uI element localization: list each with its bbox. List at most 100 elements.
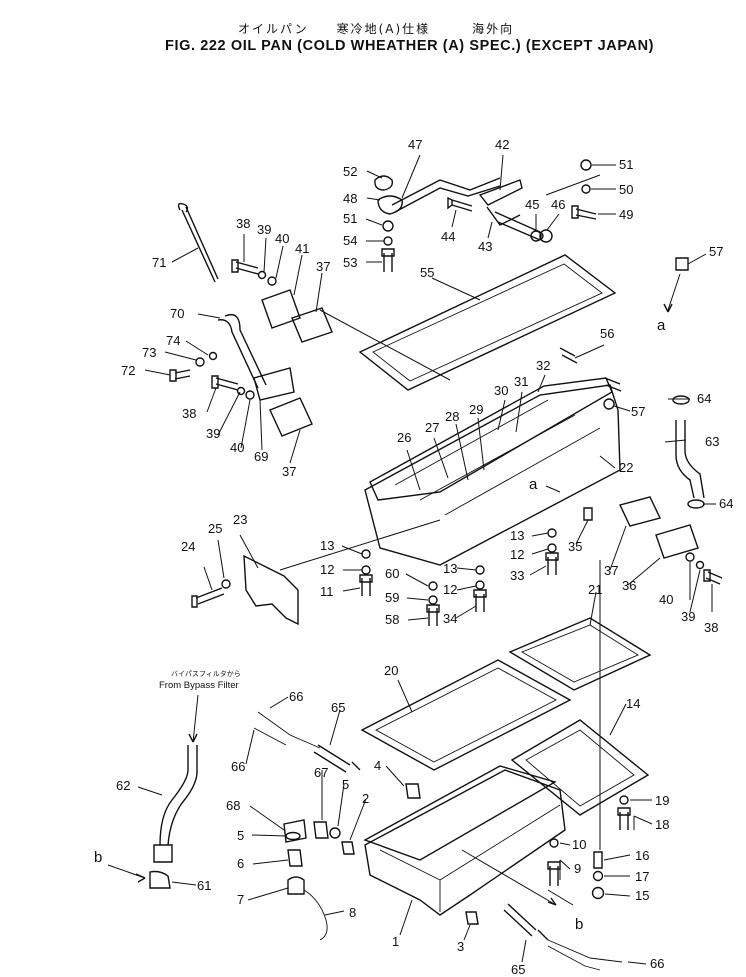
wire-66 bbox=[253, 711, 321, 749]
callout-43: 43 bbox=[478, 239, 492, 254]
callout-b: b bbox=[94, 849, 102, 866]
callout-13-center: 13 bbox=[443, 561, 457, 576]
callout-51: 51 bbox=[619, 157, 633, 172]
washer-50 bbox=[581, 184, 591, 194]
ring-5-left bbox=[285, 831, 301, 841]
washer-19 bbox=[619, 795, 629, 805]
washer-74 bbox=[208, 351, 218, 361]
plug-4 bbox=[405, 783, 421, 799]
gasket-21 bbox=[508, 617, 652, 691]
callout-35: 35 bbox=[568, 539, 582, 554]
callout-65: 65 bbox=[331, 700, 345, 715]
washer-12-a bbox=[361, 565, 371, 575]
callout-8: 8 bbox=[349, 905, 356, 920]
callout-52: 52 bbox=[343, 164, 357, 179]
callout-a-mid: a bbox=[529, 476, 538, 493]
bolt-11 bbox=[359, 574, 373, 596]
callout-38: 38 bbox=[236, 216, 250, 231]
callout-40: 40 bbox=[275, 231, 289, 246]
callout-34: 34 bbox=[443, 611, 457, 626]
callout-41: 41 bbox=[295, 241, 309, 256]
washer-39-lower bbox=[236, 386, 246, 396]
callout-27: 27 bbox=[425, 420, 439, 435]
callout-33: 33 bbox=[510, 568, 524, 583]
callout-39-right: 39 bbox=[681, 609, 695, 624]
callout-62: 62 bbox=[116, 778, 130, 793]
spring-16 bbox=[593, 851, 603, 869]
elbow-61 bbox=[149, 870, 171, 889]
callout-61: 61 bbox=[197, 878, 211, 893]
gasket-21-inner bbox=[520, 624, 639, 683]
callout-54: 54 bbox=[343, 233, 357, 248]
washer-17 bbox=[592, 870, 604, 882]
callout-59: 59 bbox=[385, 590, 399, 605]
plug-2 bbox=[341, 841, 355, 855]
plug-6 bbox=[287, 849, 303, 867]
callout-16: 16 bbox=[635, 848, 649, 863]
callout-66: 66 bbox=[289, 689, 303, 704]
callout-40-right: 40 bbox=[659, 592, 673, 607]
callout-31: 31 bbox=[514, 374, 528, 389]
washer-13-b bbox=[475, 565, 485, 575]
part-drawings bbox=[149, 159, 723, 971]
figure-title: FIG. 222 OIL PAN (COLD WHEATHER (A) SPEC… bbox=[165, 38, 655, 54]
bolt-38-upper bbox=[231, 259, 259, 275]
bolt-9 bbox=[547, 861, 561, 886]
arrow-icon bbox=[135, 873, 146, 883]
oil-pan-upper-22 bbox=[364, 384, 621, 566]
washer-13-a bbox=[361, 549, 371, 559]
cover-14-inner bbox=[525, 729, 635, 807]
callout-10: 10 bbox=[572, 837, 586, 852]
bolt-34 bbox=[473, 589, 487, 612]
oil-pan-lower-1-rim bbox=[363, 765, 557, 861]
bypass-note-japanese: バイパスフィルタから bbox=[171, 670, 241, 678]
direction-arrows bbox=[135, 303, 673, 906]
callout-24: 24 bbox=[181, 539, 195, 554]
callout-45: 45 bbox=[525, 197, 539, 212]
cover-37-left bbox=[269, 397, 313, 437]
oil-pan-lower-1-side bbox=[379, 804, 561, 912]
clamp-64-top bbox=[672, 395, 690, 405]
callout-44: 44 bbox=[441, 229, 455, 244]
callout-53: 53 bbox=[343, 255, 357, 270]
callout-39-mid: 39 bbox=[206, 426, 220, 441]
bolt-18 bbox=[617, 807, 631, 830]
callout-22: 22 bbox=[619, 460, 633, 475]
callout-9: 9 bbox=[574, 861, 581, 876]
bracket-69 bbox=[253, 367, 295, 401]
callout-48: 48 bbox=[343, 191, 357, 206]
callout-50: 50 bbox=[619, 182, 633, 197]
washer-59 bbox=[428, 595, 438, 605]
callout-14: 14 bbox=[626, 696, 640, 711]
washer-13-c bbox=[547, 528, 557, 538]
callout-19: 19 bbox=[655, 793, 669, 808]
callout-labels: 52 47 42 51 50 49 48 45 46 51 54 53 44 4… bbox=[94, 137, 733, 977]
hose-62-end bbox=[153, 844, 173, 863]
callout-30: 30 bbox=[494, 383, 508, 398]
callout-37: 37 bbox=[316, 259, 330, 274]
bolt-38-right bbox=[703, 569, 723, 585]
callout-12-center: 12 bbox=[443, 582, 457, 597]
callout-67: 67 bbox=[314, 765, 328, 780]
callout-74: 74 bbox=[166, 333, 180, 348]
tube-63 bbox=[675, 420, 705, 499]
callout-57: 57 bbox=[709, 244, 723, 259]
bracket-23 bbox=[243, 554, 299, 626]
callout-63: 63 bbox=[705, 434, 719, 449]
gasket-20 bbox=[360, 659, 572, 771]
callout-36: 36 bbox=[622, 578, 636, 593]
callout-73: 73 bbox=[142, 345, 156, 360]
callout-66-lower: 66 bbox=[650, 956, 664, 971]
dipstick-handle bbox=[177, 202, 189, 213]
callout-40-mid: 40 bbox=[230, 440, 244, 455]
gasket-55-inner bbox=[372, 263, 603, 382]
callout-11: 11 bbox=[320, 584, 334, 599]
oil-pan-lower-1 bbox=[364, 769, 566, 916]
dipstick-71 bbox=[181, 206, 219, 283]
cover-37-upper bbox=[291, 307, 333, 343]
washer-40-upper bbox=[267, 276, 277, 286]
plug-67 bbox=[313, 821, 329, 839]
plug-57 bbox=[603, 398, 615, 410]
sensor-7 bbox=[287, 876, 305, 895]
